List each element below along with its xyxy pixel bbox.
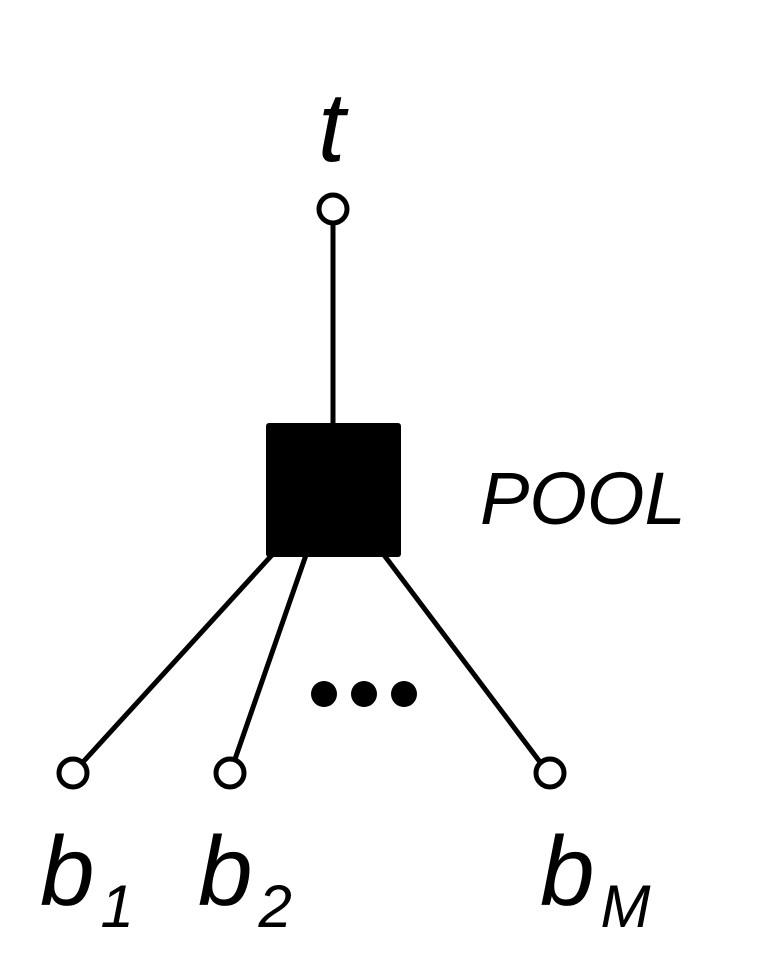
ellipsis-dots bbox=[311, 681, 417, 707]
ellipsis-dot bbox=[311, 681, 337, 707]
top-node-label: t bbox=[318, 72, 346, 182]
top-node-circle bbox=[316, 192, 350, 226]
b1-label-subscript: 1 bbox=[100, 873, 134, 940]
b1-label-base: b bbox=[40, 816, 95, 926]
b2-label-base: b bbox=[198, 816, 253, 926]
edge-pool-to-b1 bbox=[81, 553, 274, 764]
bm-label-subscript: M bbox=[600, 873, 651, 940]
edge-pool-to-bm bbox=[382, 553, 542, 764]
b2-label-subscript: 2 bbox=[258, 873, 292, 940]
pool-box bbox=[266, 423, 401, 557]
bm-label-base: b bbox=[540, 816, 595, 926]
b2-node-circle bbox=[213, 756, 247, 790]
bm-node-circle bbox=[533, 756, 567, 790]
b1-node-circle bbox=[56, 756, 90, 790]
edge-pool-to-b2 bbox=[231, 554, 309, 763]
ellipsis-dot bbox=[391, 681, 417, 707]
ellipsis-dot bbox=[351, 681, 377, 707]
pool-label: POOL bbox=[480, 457, 686, 540]
